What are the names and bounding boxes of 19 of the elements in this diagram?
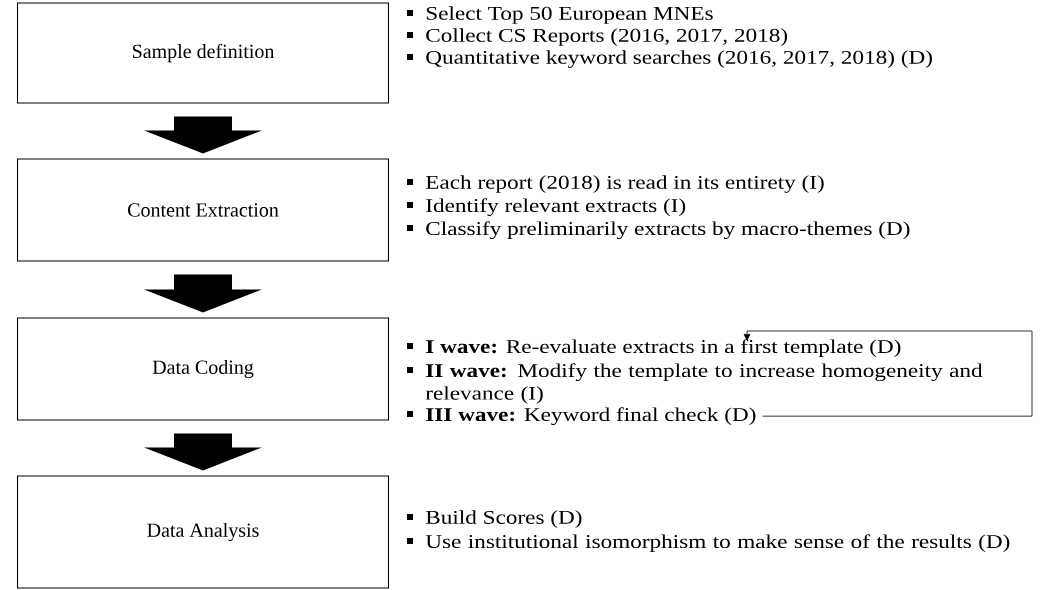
list-item: Each report (2018) is read in its entirety (I) — [407, 175, 824, 193]
list-item: I wave: Re-evaluate extracts in a first template (D) — [407, 339, 901, 357]
process-box: Data Analysis — [16, 475, 390, 589]
list-item: II wave: Modify the template to increase homogeneity and relevance (I) — [407, 363, 983, 404]
list-item: Build Scores (D) — [407, 510, 582, 528]
feedback-arrow — [743, 330, 1033, 417]
list-item: III wave: Keyword final check (D) — [407, 407, 756, 426]
process-box: Content Extraction — [16, 158, 390, 262]
list-item: Classify preliminarily extracts by macro-themes (D) — [407, 221, 910, 240]
list-item: Use institutional isomorphism to make sense of the results (D) — [407, 534, 1010, 552]
block-arrow — [144, 116, 262, 154]
block-arrow — [144, 433, 262, 471]
block-arrow — [144, 274, 262, 313]
list-item: Quantitative keyword searches (2016, 2017, 2018) (D) — [407, 50, 932, 68]
list-item: Select Top 50 European MNEs — [407, 6, 713, 24]
process-box: Sample definition — [16, 2, 390, 104]
list-item: Collect CS Reports (2016, 2017, 2018) — [407, 28, 788, 46]
process-box: Data Coding — [16, 317, 390, 421]
list-item: Identify relevant extracts (I) — [407, 198, 686, 217]
